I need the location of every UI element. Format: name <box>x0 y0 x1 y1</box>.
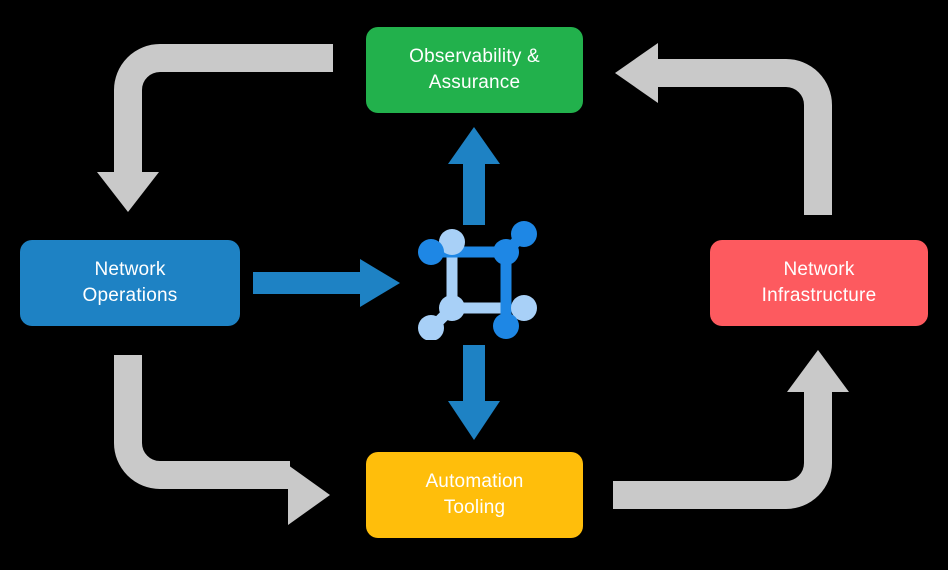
blue-arrow-hub-to-automation <box>448 345 500 440</box>
node-box-network-infrastructure[interactable]: Network Infrastructure <box>710 240 928 326</box>
gray-arrow-automation-to-infrastructure <box>613 350 849 509</box>
gray-arrow-operations-to-automation <box>114 355 330 525</box>
gray-arrow-infrastructure-to-observability <box>615 43 832 215</box>
node-box-observability[interactable]: Observability & Assurance <box>366 27 583 113</box>
blue-arrow-operations-to-hub <box>253 259 400 307</box>
node-label-network-operations: Network Operations <box>82 259 178 306</box>
network-hub-icon <box>418 221 537 340</box>
blue-arrow-hub-to-observability <box>448 127 500 225</box>
node-label-observability: Observability & Assurance <box>409 46 540 93</box>
node-box-automation-tooling[interactable]: Automation Tooling <box>366 452 583 538</box>
node-label-network-infrastructure: Network Infrastructure <box>761 259 877 306</box>
node-box-network-operations[interactable]: Network Operations <box>20 240 240 326</box>
node-label-automation-tooling: Automation Tooling <box>425 471 524 518</box>
gray-arrow-observability-to-operations <box>97 44 333 212</box>
